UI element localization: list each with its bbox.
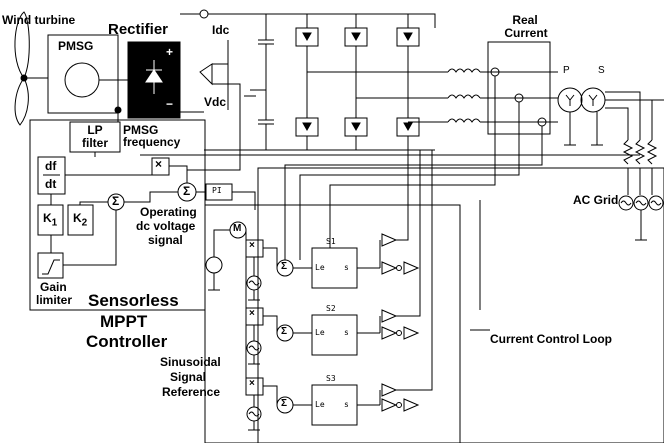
operating-label-1: Operating xyxy=(140,205,197,219)
sinusoidal-label-1: Sinusoidal xyxy=(160,355,221,369)
sum-vdc-sigma: Σ xyxy=(183,184,191,198)
pmsg-frequency-label-2: frequency xyxy=(123,135,181,149)
rectifier-minus-label: − xyxy=(166,97,174,111)
dc-source-icon xyxy=(205,256,223,274)
multiply-freq-symbol: × xyxy=(155,157,163,171)
ac-grid-sources xyxy=(618,195,664,241)
current-control-loop-box xyxy=(204,204,461,443)
idc-label: Idc xyxy=(212,23,230,37)
lp-filter-label-1: LP xyxy=(87,123,103,137)
wind-turbine-icon xyxy=(14,11,48,126)
limiter-curve-icon xyxy=(42,259,60,275)
current-loop-outer-box xyxy=(257,167,664,443)
sinusoidal-label-2: Signal xyxy=(170,370,207,384)
dt-label: dt xyxy=(45,177,57,191)
ac-grid-loads xyxy=(622,100,658,195)
s2-le-label: Le xyxy=(315,328,325,337)
rectifier-label: Rectifier xyxy=(108,21,169,38)
mult-row3-symbol: × xyxy=(249,378,255,389)
m-label: M xyxy=(233,223,242,234)
operating-label-3: signal xyxy=(148,233,183,247)
idc-meter-icon xyxy=(199,9,209,19)
s2-s-label: s xyxy=(344,328,349,337)
phase-row-3 xyxy=(245,150,433,431)
rectifier-plus-label: + xyxy=(166,45,174,59)
s3-label: S3 xyxy=(326,374,336,383)
vdc-label: Vdc xyxy=(204,95,227,109)
sensorless-label-1: Sensorless xyxy=(88,291,179,310)
dc-link-capacitors xyxy=(244,14,274,150)
sum-row1-sigma: Σ xyxy=(281,261,288,272)
real-current-label-2: Current xyxy=(504,26,548,40)
gain-limiter-label-2: limiter xyxy=(36,293,73,307)
lp-filter-label-2: filter xyxy=(81,136,108,150)
s1-label: S1 xyxy=(326,237,336,246)
transformer-p-label: P xyxy=(563,65,570,76)
inverter-bridge xyxy=(295,14,420,150)
diode-icon xyxy=(145,60,163,94)
pmsg-frequency-label-1: PMSG xyxy=(123,123,159,137)
gain-limiter-block xyxy=(37,252,64,279)
transformer-s-label: S xyxy=(598,65,605,76)
pmsg-label: PMSG xyxy=(58,39,94,53)
current-control-loop-label: Current Control Loop xyxy=(490,332,612,346)
ac-output-filter xyxy=(307,68,558,123)
s3-le-label: Le xyxy=(315,400,325,409)
pi-label: PI xyxy=(212,186,222,195)
ac-grid-label: AC Grid xyxy=(573,193,619,207)
k2-label: K2 xyxy=(73,211,88,229)
mult-row1-symbol: × xyxy=(249,240,255,251)
vdc-sensor-icon xyxy=(199,40,229,110)
sum-row2-sigma: Σ xyxy=(281,326,288,337)
s1-s-label: s xyxy=(344,263,349,272)
gain-limiter-label-1: Gain xyxy=(40,280,67,294)
real-current-label-1: Real xyxy=(512,13,538,27)
sum-row3-sigma: Σ xyxy=(281,398,288,409)
s1-le-label: Le xyxy=(315,263,325,272)
phase-row-1 xyxy=(245,150,420,301)
sensorless-label-3: Controller xyxy=(86,332,168,351)
pmsg-generator-icon xyxy=(64,62,100,98)
sinusoidal-label-3: Reference xyxy=(162,385,221,399)
phase-row-2 xyxy=(245,150,421,365)
df-label: df xyxy=(45,159,57,173)
wind-turbine-label: Wind turbine xyxy=(2,13,76,27)
sum-k-sigma: Σ xyxy=(112,194,120,208)
mult-row2-symbol: × xyxy=(249,308,255,319)
sensorless-label-2: MPPT xyxy=(100,312,148,331)
s2-label: S2 xyxy=(326,304,336,313)
transformer-icon xyxy=(557,87,664,146)
operating-label-2: dc voltage xyxy=(136,219,196,233)
k1-label: K1 xyxy=(43,211,58,229)
s3-s-label: s xyxy=(344,400,349,409)
pmsg-box xyxy=(47,34,119,114)
